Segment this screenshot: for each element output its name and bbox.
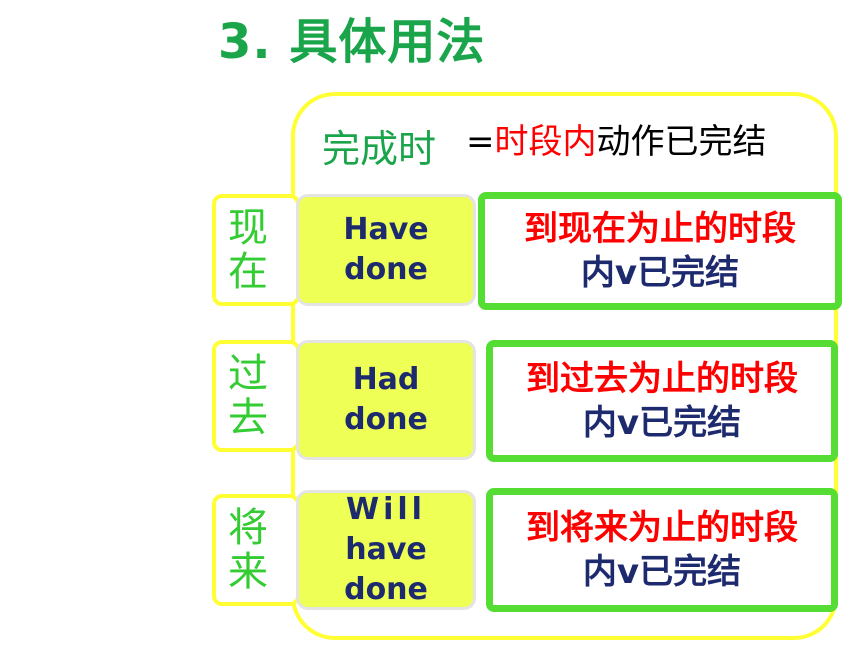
tab-present: 现 在	[212, 194, 300, 306]
desc-line: 到过去为止的时段	[526, 359, 798, 399]
desc-line: 内v已完结	[582, 403, 742, 443]
desc-line: 内v已完结	[582, 552, 742, 592]
tense-present-perfect: Have done	[296, 194, 476, 306]
tense-word: Have	[343, 212, 429, 247]
tense-word: done	[344, 402, 428, 437]
tab-char: 过	[228, 351, 268, 397]
tense-future-perfect: Will have done	[296, 490, 476, 610]
def-highlight: 时段内	[494, 122, 597, 162]
tab-char: 现	[228, 205, 268, 251]
def-equals: =	[466, 122, 495, 162]
tab-char: 来	[228, 549, 268, 595]
desc-line: 到现在为止的时段	[524, 209, 796, 249]
tense-word: done	[344, 252, 428, 287]
tab-past: 过 去	[212, 340, 300, 452]
tense-past-perfect: Had done	[296, 340, 476, 460]
tense-word: Had	[352, 362, 420, 397]
tab-char: 去	[228, 395, 268, 441]
tense-word: have	[345, 532, 427, 567]
desc-past: 到过去为止的时段 内v已完结	[486, 340, 838, 462]
tense-word: Will	[346, 492, 426, 527]
tense-word: done	[344, 572, 428, 607]
header-definition: =时段内动作已完结	[466, 114, 767, 163]
desc-line: 到将来为止的时段	[526, 508, 798, 548]
desc-present: 到现在为止的时段 内v已完结	[478, 192, 842, 310]
desc-future: 到将来为止的时段 内v已完结	[486, 488, 838, 612]
tab-char: 将	[228, 505, 268, 551]
tab-char: 在	[228, 249, 268, 295]
header-label: 完成时	[322, 127, 437, 171]
def-rest: 动作已完结	[596, 122, 767, 162]
slide-title: 3. 具体用法	[218, 14, 486, 70]
tab-future: 将 来	[212, 494, 300, 606]
desc-line: 内v已完结	[580, 253, 740, 293]
